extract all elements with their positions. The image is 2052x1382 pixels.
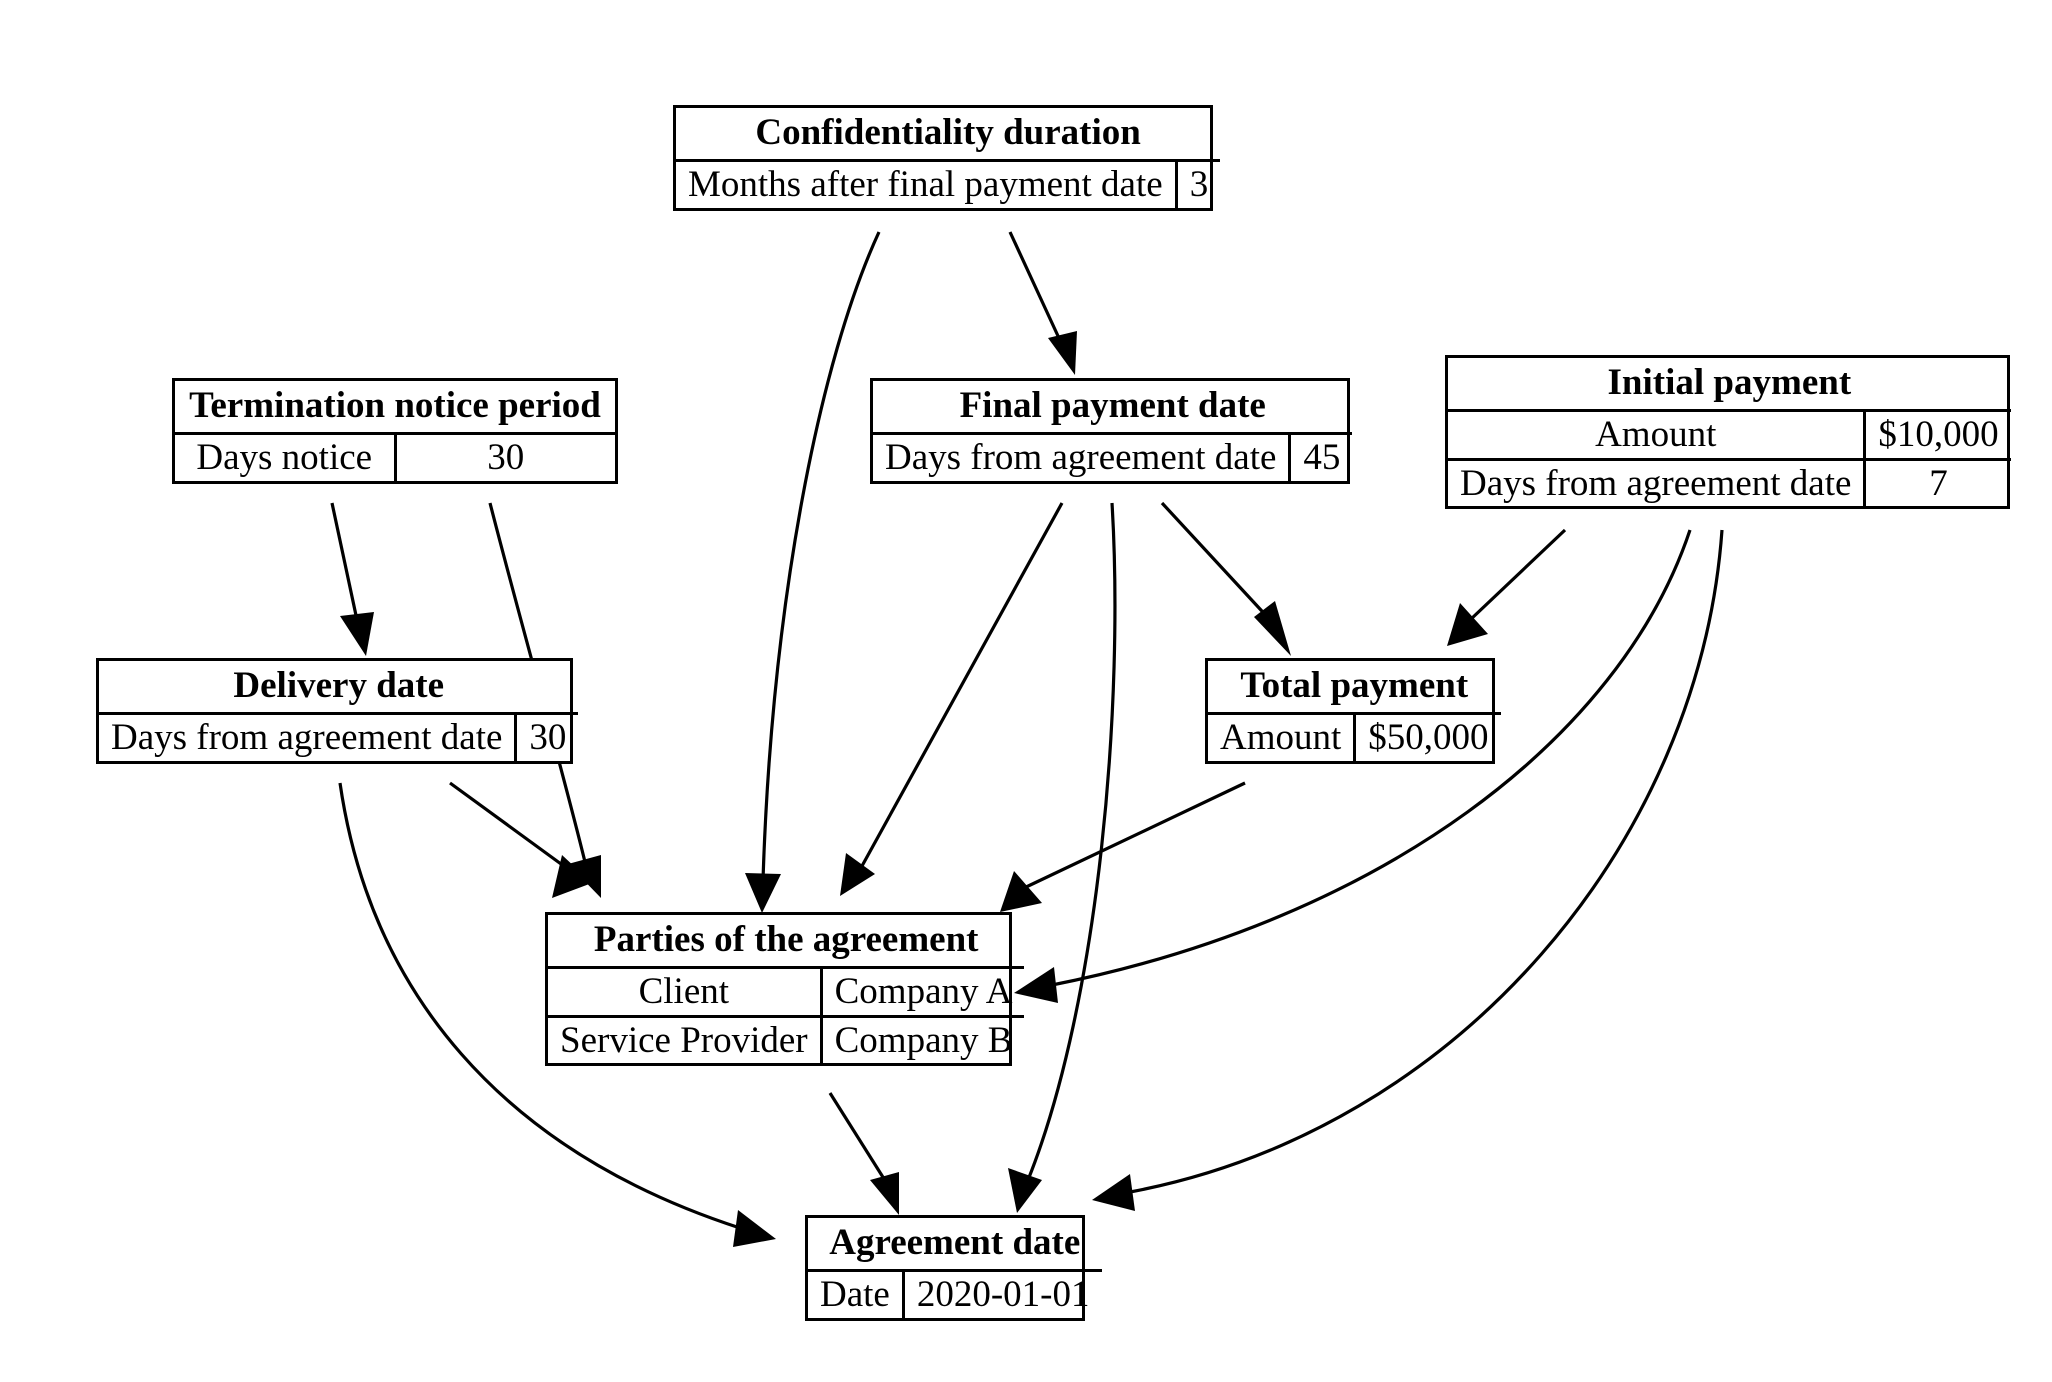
node-termination-notice-period[interactable]: Termination notice period Days notice 30: [172, 378, 618, 484]
node-initial-payment[interactable]: Initial payment Amount $10,000 Days from…: [1445, 355, 2011, 510]
node-title: Initial payment: [1448, 358, 2011, 413]
field-value: $50,000: [1368, 717, 1489, 759]
field-key: Service Provider: [548, 1014, 823, 1064]
node-title-row: Termination notice period: [175, 381, 615, 436]
field-value: $10,000: [1878, 414, 1999, 456]
node-final-payment-date[interactable]: Final payment date Days from agreement d…: [870, 378, 1353, 484]
node-title: Termination notice period: [175, 381, 615, 436]
field-value: 3: [1189, 164, 1209, 206]
edge-initial-payment-to-agreement-date: [1092, 529, 1724, 1211]
node-data-row: Service Provider Company B: [548, 1014, 1025, 1064]
node-title-row: Confidentiality duration: [676, 108, 1221, 163]
field-key: Days notice: [175, 433, 397, 481]
node-data-row: Amount $50,000: [1208, 713, 1501, 761]
node-title: Confidentiality duration: [676, 108, 1221, 163]
node-parties-of-the-agreement[interactable]: Parties of the agreement Client Company …: [545, 912, 1025, 1067]
field-value: 30: [529, 717, 567, 759]
node-title: Delivery date: [99, 661, 579, 716]
node-data-row: Days from agreement date 7: [1448, 457, 2011, 507]
node-title-row: Total payment: [1208, 661, 1501, 716]
field-value: 30: [487, 437, 525, 479]
field-key: Date: [808, 1270, 905, 1318]
node-data-row: Client Company A: [548, 967, 1024, 1017]
edge-termination-notice-to-delivery-date: [330, 502, 374, 656]
edge-delivery-date-to-agreement-date: [338, 782, 776, 1247]
edge-parties-to-agreement-date: [828, 1092, 899, 1215]
field-key: Amount: [1208, 713, 1357, 761]
node-title: Parties of the agreement: [548, 915, 1025, 970]
field-value: 2020-01-01: [916, 1274, 1090, 1316]
edge-total-payment-to-parties: [1000, 781, 1246, 912]
edge-initial-payment-to-parties: [1014, 529, 1692, 1003]
node-data-row: Date 2020-01-01: [808, 1270, 1102, 1318]
field-key: Days from agreement date: [873, 433, 1292, 481]
edge-final-payment-date-to-parties: [840, 502, 1064, 896]
node-title-row: Agreement date: [808, 1218, 1102, 1273]
field-key: Client: [548, 967, 823, 1017]
node-title: Total payment: [1208, 661, 1501, 716]
node-data-row: Months after final payment date 3: [676, 160, 1220, 208]
node-title: Agreement date: [808, 1218, 1102, 1273]
node-title-row: Parties of the agreement: [548, 915, 1025, 970]
field-key: Amount: [1448, 410, 1867, 460]
field-key: Months after final payment date: [676, 160, 1178, 208]
edge-delivery-date-to-parties: [449, 781, 592, 898]
field-key: Days from agreement date: [1448, 457, 1867, 507]
field-key: Days from agreement date: [99, 713, 518, 761]
edge-confidentiality-duration-to-parties: [745, 231, 881, 913]
field-value: Company A: [834, 971, 1013, 1013]
field-value: Company B: [821, 1014, 1025, 1064]
node-total-payment[interactable]: Total payment Amount $50,000: [1205, 658, 1501, 764]
edge-final-payment-date-to-total-payment: [1160, 501, 1291, 656]
field-value: 7: [1864, 457, 2011, 507]
node-title-row: Final payment date: [873, 381, 1353, 436]
edge-initial-payment-to-total-payment: [1447, 528, 1567, 646]
node-delivery-date[interactable]: Delivery date Days from agreement date 3…: [96, 658, 579, 764]
node-data-row: Amount $10,000: [1448, 410, 2011, 460]
node-data-row: Days from agreement date 30: [99, 713, 578, 761]
node-data-row: Days notice 30: [175, 433, 615, 481]
field-value: 45: [1303, 437, 1341, 479]
node-title: Final payment date: [873, 381, 1353, 436]
node-title-row: Initial payment: [1448, 358, 2011, 413]
node-confidentiality-duration[interactable]: Confidentiality duration Months after fi…: [673, 105, 1221, 211]
edge-final-payment-date-to-agreement-date: [1008, 502, 1117, 1213]
edge-confidentiality-duration-to-final-payment-date: [1008, 231, 1077, 375]
node-data-row: Days from agreement date 45: [873, 433, 1352, 481]
node-agreement-date[interactable]: Agreement date Date 2020-01-01: [805, 1215, 1102, 1321]
node-title-row: Delivery date: [99, 661, 579, 716]
